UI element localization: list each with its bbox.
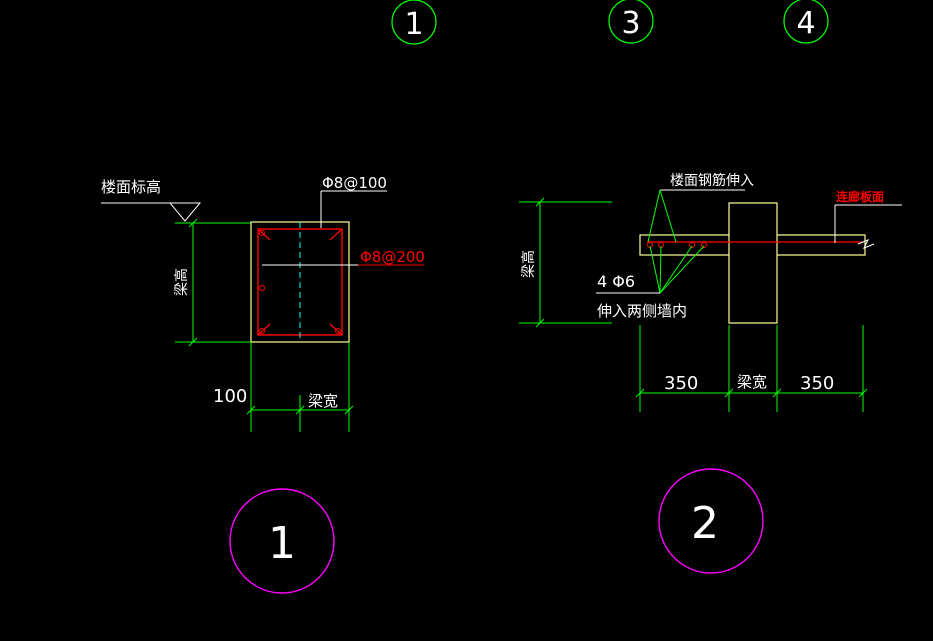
floor-level-label: 楼面标高 [101, 178, 161, 196]
dim-tick [724, 388, 734, 398]
rebar-dot [335, 328, 341, 334]
floor-rebar-label: 楼面钢筋伸入 [670, 172, 754, 189]
dim-tick [772, 388, 782, 398]
grid-bubble-circle-1 [391, 0, 437, 45]
rebar-dot [701, 242, 707, 248]
stirrup-spacing-label: Φ8@100 [322, 174, 387, 192]
dim-tick [246, 405, 256, 415]
bars-leader-line [659, 245, 693, 294]
grid-bubble-label-3: 3 [621, 6, 640, 41]
dim-tick [535, 318, 545, 328]
floor-rebar-leader-line [647, 189, 661, 243]
dim-tick [344, 405, 354, 415]
grid-bubble-circle-3 [608, 0, 654, 44]
dim-beam-width-label: 梁宽 [308, 392, 338, 410]
detail-number-2: 2 [691, 498, 719, 549]
dim-beam-width-label-2: 梁宽 [737, 373, 767, 391]
dim-tick [188, 337, 198, 347]
beam-block [728, 202, 778, 324]
dim-tick [635, 388, 645, 398]
beam-height-label: 梁高 [173, 268, 190, 296]
bars-leader-line [659, 245, 662, 294]
bars-leader-line [649, 245, 661, 294]
grid-bubbles: 1 3 4 [391, 0, 829, 45]
dim-tick [295, 405, 305, 415]
detail-1-beam-section: 楼面标高 梁高 Φ8@100 Φ8@200 [101, 174, 425, 594]
stirrup-hook [329, 228, 343, 241]
beam-height-label-2: 梁高 [520, 250, 537, 278]
grid-bubble-label-1: 1 [404, 7, 423, 42]
detail-bubble-1 [229, 488, 335, 594]
rebar-dot [259, 285, 265, 291]
bars-leader-line [659, 245, 705, 294]
hoop-spacing-label: Φ8@200 [360, 248, 425, 266]
dim-left-label: 350 [664, 373, 698, 394]
detail-number-1: 1 [268, 518, 296, 569]
bars-label: 4 Φ6 [597, 272, 635, 291]
grid-bubble-circle-4 [783, 0, 829, 44]
corridor-slab-label: 连廊板面 [836, 189, 884, 204]
grid-bubble-label-4: 4 [796, 6, 815, 41]
dim-tick [188, 218, 198, 228]
dim-tick [858, 388, 868, 398]
floor-rebar-leader-line [659, 189, 677, 243]
dim-right-label: 350 [800, 373, 834, 394]
detail-bubble-2 [658, 468, 764, 574]
break-mark-icon [857, 239, 875, 249]
rebar-dot [689, 242, 695, 248]
dim-offset-label: 100 [213, 386, 247, 407]
extend-label: 伸入两侧墙内 [597, 302, 687, 320]
rebar-dot [259, 230, 265, 236]
elevation-triangle-icon [168, 202, 202, 222]
dim-tick [535, 197, 545, 207]
rebar-dot [259, 328, 265, 334]
detail-2-slab-connection: 梁高 楼面钢筋伸入 连廊板面 4 Φ6 伸入两侧墙内 [519, 172, 902, 574]
